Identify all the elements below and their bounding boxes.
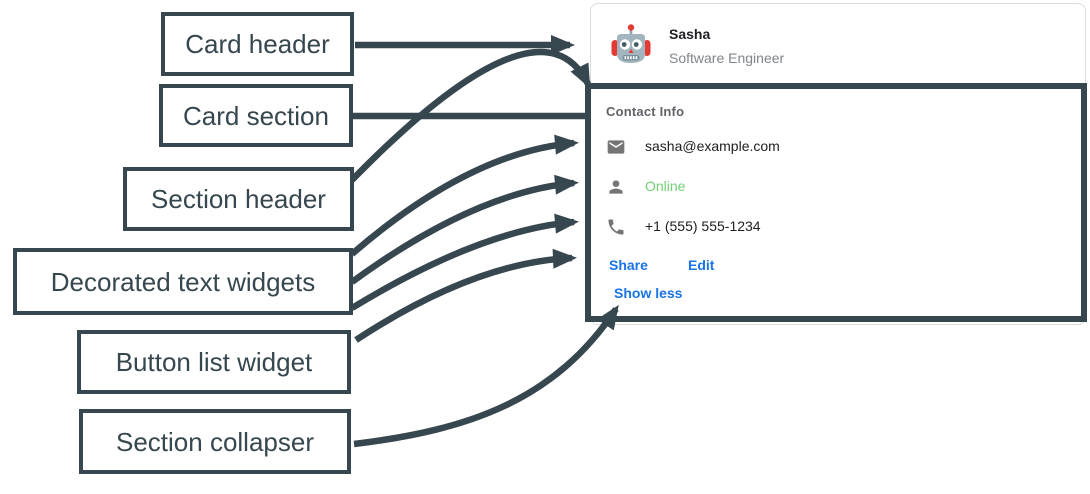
arrow-decorated-online xyxy=(350,174,579,285)
share-button[interactable]: Share xyxy=(609,257,648,273)
arrow-decorated-email xyxy=(349,134,579,257)
label-button-list-widget: Button list widget xyxy=(77,330,351,394)
phone-icon xyxy=(606,217,626,237)
show-less-collapser[interactable]: Show less xyxy=(614,285,683,301)
arrow-section-collapser xyxy=(353,304,619,448)
arrow-decorated-phone xyxy=(350,213,579,311)
person-icon xyxy=(606,177,626,197)
section-header-text: Contact Info xyxy=(606,104,685,119)
phone-text: +1 (555) 555-1234 xyxy=(645,218,761,234)
email-icon xyxy=(606,137,626,157)
label-card-section: Card section xyxy=(159,84,353,147)
email-text: sasha@example.com xyxy=(645,138,780,154)
online-status-text: Online xyxy=(645,178,686,194)
arrow-section-header xyxy=(349,48,591,183)
label-decorated-text-widgets: Decorated text widgets xyxy=(13,248,353,315)
card-header-title: Sasha xyxy=(669,26,711,42)
label-card-header: Card header xyxy=(161,12,354,76)
card: Sasha Software Engineer Contact Info sas… xyxy=(590,3,1086,325)
card-header-subtitle: Software Engineer xyxy=(669,50,785,66)
label-section-collapser: Section collapser xyxy=(79,409,351,474)
robot-avatar xyxy=(609,22,653,66)
edit-button[interactable]: Edit xyxy=(688,257,715,273)
label-section-header: Section header xyxy=(123,167,354,231)
arrow-button-list xyxy=(354,248,577,343)
